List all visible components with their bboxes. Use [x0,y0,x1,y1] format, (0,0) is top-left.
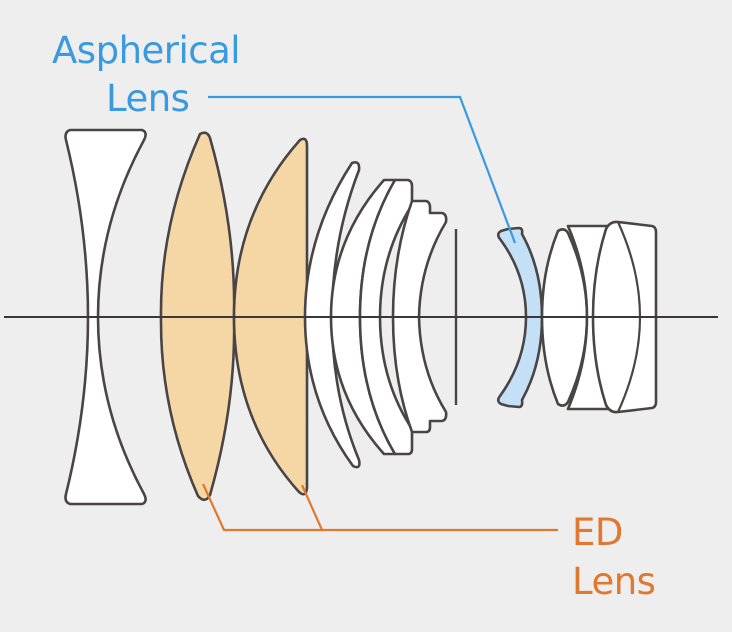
lens-element-4 [303,161,361,469]
aspherical-leader-line [208,95,517,244]
ed-label-line2: Lens [572,560,655,603]
ed-label-line1: ED [572,511,623,554]
lens-element-8-aspherical [496,226,544,409]
ed-leader-line-2 [300,484,324,531]
lens-element-7 [391,199,448,434]
aspherical-label-line1: Aspherical [52,29,240,72]
lens-element-1 [64,128,147,506]
aspherical-label-line2: Lens [106,77,189,120]
ed-leader-line-1 [201,483,558,532]
